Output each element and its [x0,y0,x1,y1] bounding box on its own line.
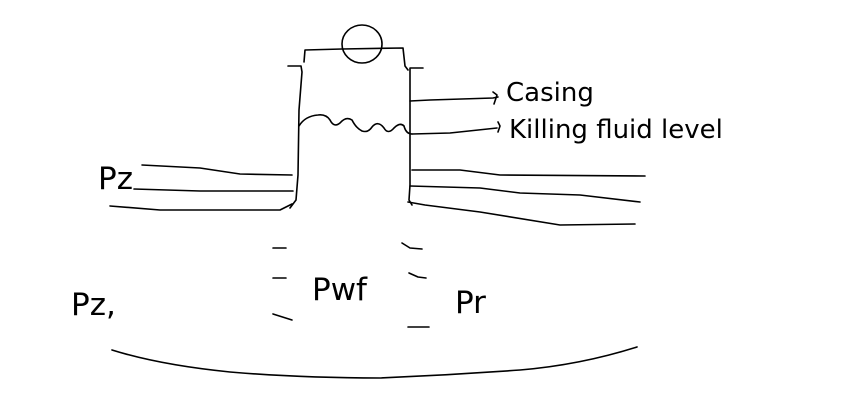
formation-layer-right-top [411,169,646,177]
perforation-right-1 [401,242,423,250]
formation-layer-right-bottom [407,201,636,226]
killing-fluid-level-label: Killing fluid level [509,115,723,145]
reservoir-boundary [111,346,638,379]
wellhead-valve-icon [341,24,383,64]
wellhead-cap [303,47,409,71]
perforation-right-2 [408,272,427,279]
casing-callout-arrow [409,91,499,105]
casing-right-wall [408,67,424,206]
casing-left-wall [287,65,303,209]
casing-label: Casing [506,78,594,108]
formation-layer-left-mid [133,188,294,192]
formation-layer-left-top [141,164,293,176]
pz-lower-label: Pz, [71,287,116,323]
pz-upper-label: Pz [98,161,133,197]
formation-layer-right-mid [409,185,641,203]
killing-fluid-callout-arrow [411,121,501,135]
pr-label: Pr [455,285,486,321]
killing-fluid-surface [298,114,413,135]
pwf-label: Pwf [312,272,367,308]
perforation-left-3 [272,313,293,321]
formation-layer-left-bottom [109,203,293,211]
